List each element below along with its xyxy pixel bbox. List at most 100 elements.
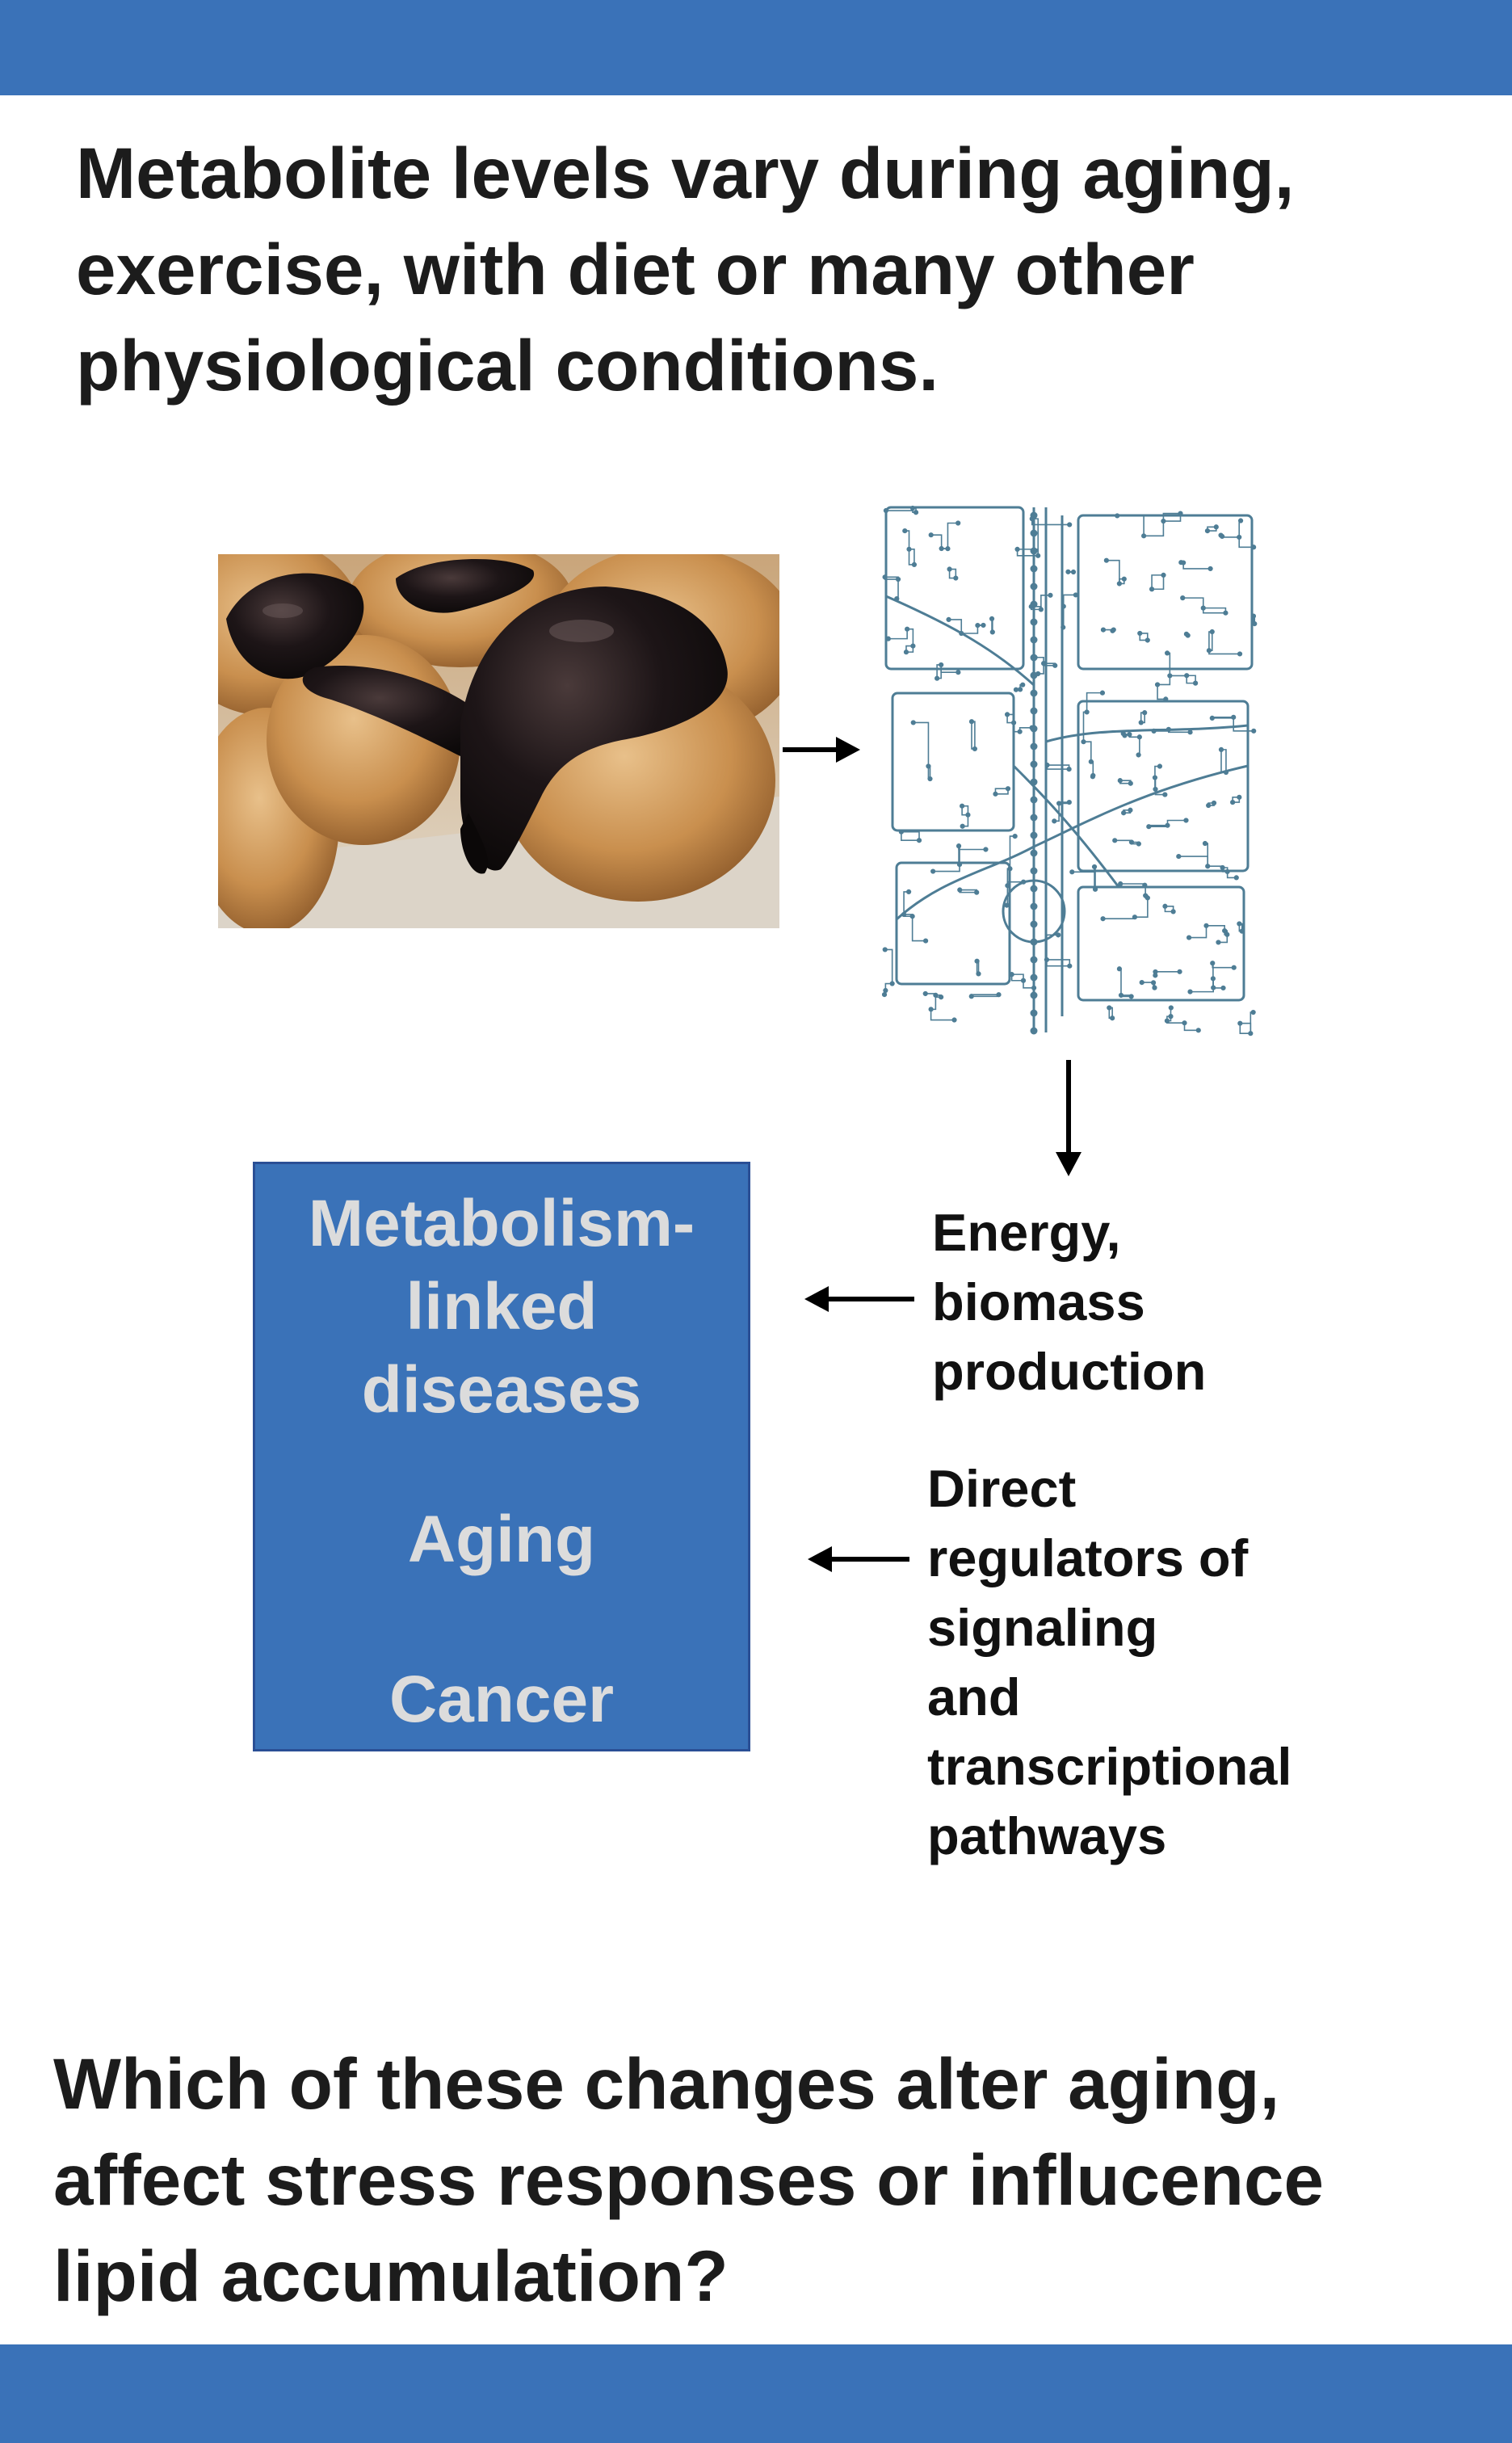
network-node xyxy=(1127,732,1132,738)
network-node xyxy=(1138,720,1144,725)
network-node xyxy=(1209,715,1215,721)
disease-box: Metabolism- linked diseases Aging Cancer xyxy=(253,1162,750,1751)
network-edge xyxy=(948,619,963,633)
network-node xyxy=(1030,938,1038,946)
intro-heading-line: physiological conditions. xyxy=(76,325,939,406)
network-node xyxy=(1181,560,1186,566)
network-node xyxy=(1030,707,1038,715)
network-node xyxy=(1030,849,1038,857)
network-node xyxy=(1044,957,1050,963)
network-node xyxy=(1030,1009,1038,1017)
network-node xyxy=(1030,885,1038,893)
network-node xyxy=(1035,553,1041,558)
network-node xyxy=(1021,879,1027,885)
network-edge xyxy=(901,830,920,841)
network-node xyxy=(1183,631,1190,637)
network-edge xyxy=(1203,607,1227,613)
network-node xyxy=(965,812,971,818)
network-node xyxy=(909,914,915,919)
network-edge xyxy=(1182,562,1211,570)
network-node xyxy=(1128,807,1133,813)
network-node xyxy=(1090,772,1096,779)
network-node xyxy=(1048,592,1053,598)
network-node xyxy=(1237,651,1243,657)
network-node xyxy=(939,662,944,668)
network-node xyxy=(1030,529,1038,537)
disease-box-title-line: linked xyxy=(405,1270,598,1343)
network-node xyxy=(983,847,989,852)
network-node xyxy=(1005,883,1010,889)
network-node xyxy=(1149,587,1155,592)
network-node xyxy=(933,992,939,998)
energy-note-line: production xyxy=(932,1342,1207,1401)
network-edge xyxy=(930,1009,955,1021)
network-node xyxy=(1030,973,1038,982)
network-edge xyxy=(1006,885,1009,906)
network-edge xyxy=(1046,959,1071,966)
network-node xyxy=(1139,979,1144,986)
network-node xyxy=(911,561,918,567)
network-node xyxy=(1223,610,1228,616)
question-heading-line: Which of these changes alter aging, xyxy=(53,2043,1280,2124)
network-node xyxy=(909,505,916,511)
arrow-left-icon xyxy=(804,1286,914,1312)
network-node xyxy=(1092,886,1098,892)
network-edge xyxy=(1134,898,1149,918)
network-edge xyxy=(1220,749,1227,773)
network-node xyxy=(1112,838,1118,843)
network-edge xyxy=(1239,1023,1251,1034)
question-heading-line: lipid accumulation? xyxy=(53,2235,729,2316)
network-node xyxy=(934,675,940,681)
network-node xyxy=(1251,728,1257,734)
network-node xyxy=(956,843,962,849)
network-node xyxy=(1030,636,1038,644)
network-node xyxy=(1224,868,1230,875)
network-edge xyxy=(1152,574,1165,591)
network-node xyxy=(1056,801,1062,806)
network-node xyxy=(1065,569,1071,574)
network-node xyxy=(1030,582,1038,591)
network-node xyxy=(956,520,961,526)
network-node xyxy=(1248,1031,1254,1036)
network-node xyxy=(1020,682,1026,687)
network-node xyxy=(1030,902,1038,910)
network-node xyxy=(1116,581,1122,587)
network-edge xyxy=(1046,959,1070,967)
network-node xyxy=(885,636,891,641)
network-node xyxy=(1121,810,1127,816)
network-node xyxy=(1144,637,1150,643)
network-node xyxy=(1031,985,1037,990)
network-node xyxy=(1233,875,1239,881)
network-node xyxy=(1069,869,1075,875)
regulators-note-line: Direct xyxy=(927,1459,1077,1518)
network-node xyxy=(1170,909,1176,915)
network-node xyxy=(1030,725,1038,733)
network-node xyxy=(956,861,963,868)
network-node xyxy=(1012,833,1018,839)
network-node xyxy=(1137,630,1143,637)
network-edge xyxy=(1189,925,1208,939)
network-node xyxy=(905,626,910,632)
network-node xyxy=(881,992,888,998)
network-node xyxy=(1161,518,1166,524)
network-node xyxy=(960,823,965,829)
disease-aging: Aging xyxy=(407,1503,596,1576)
network-node xyxy=(1004,902,1010,908)
network-node xyxy=(1153,973,1158,978)
network-node xyxy=(1184,673,1190,679)
network-node xyxy=(1210,976,1216,982)
network-node xyxy=(1088,759,1094,764)
network-node xyxy=(1040,661,1047,666)
arrow-right-icon xyxy=(783,737,860,763)
network-node xyxy=(1146,824,1152,830)
network-edge xyxy=(1117,515,1144,536)
network-node xyxy=(951,1017,957,1023)
network-node xyxy=(1166,726,1171,732)
network-node xyxy=(939,994,944,1000)
network-node xyxy=(1081,739,1086,745)
network-node xyxy=(1030,671,1038,679)
network-edge xyxy=(1186,675,1196,683)
network-edge xyxy=(1040,594,1051,610)
network-edge xyxy=(913,721,930,767)
network-node xyxy=(1121,576,1127,582)
